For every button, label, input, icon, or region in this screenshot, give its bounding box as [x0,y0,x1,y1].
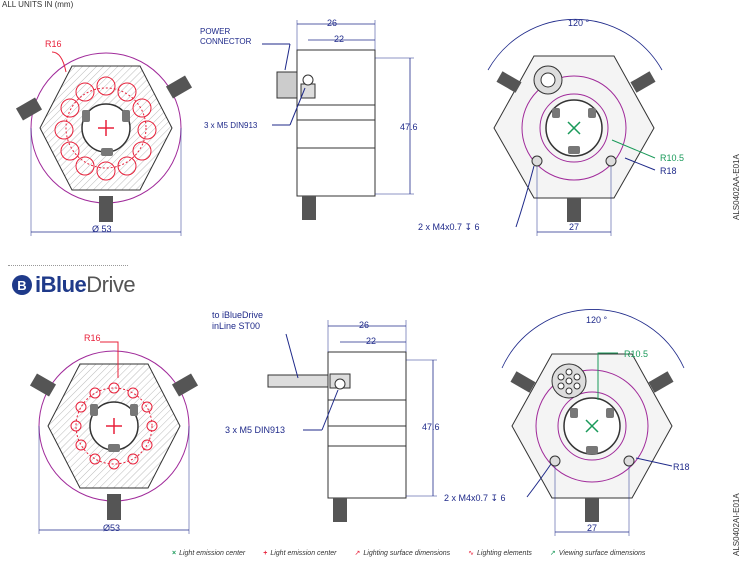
side-body [296,49,376,197]
logo-text-bold: iBlue [35,272,87,297]
section-separator [8,265,128,266]
bottom-side-cable-label-1: to iBlueDrive [212,310,263,320]
top-side-screw-note: 3 x M5 DIN913 [204,121,258,130]
bottom-side-dim-22: 22 [366,336,376,346]
top-front-radius-label: R16 [45,39,62,49]
bottom-front-radius-label: R16 [84,333,101,343]
legend-item: ↗Lighting surface dimensions [354,549,451,558]
logo-badge-icon: B [12,275,32,295]
bottom-back-angle: 120 ° [586,315,608,325]
brand-logo: B iBlueDrive [12,272,136,298]
units-note: ALL UNITS IN (mm) [2,0,74,9]
top-side-dim-26: 26 [327,18,337,28]
top-side-connector-label-2: CONNECTOR [200,37,252,46]
top-back-r18: R18 [660,166,677,176]
power-connector [276,71,298,99]
legend-item: ∿Lighting elements [468,549,532,558]
legend-label: Lighting surface dimensions [363,549,451,557]
legend-label: Light emission center [270,549,337,557]
bottom-back-view [501,309,685,536]
bottom-side-height: 47.6 [422,422,440,432]
bottom-front-diameter-label: Ø53 [103,523,120,533]
top-back-r105: R10.5 [660,153,684,163]
red-plus-icon: + [263,549,268,557]
red-wave-icon: ∿ [468,550,475,557]
logo-text-light: Drive [86,272,136,297]
set-screw [99,196,113,222]
top-back-view [487,18,663,236]
bottom-side-cable-label-2: inLine ST00 [212,321,260,331]
green-arrow-icon: ↗ [549,550,556,557]
legend-item: ×Light emission center [172,549,245,557]
bottom-back-dim-27: 27 [587,523,597,533]
top-back-hole-note: 2 x M4x0.7 ↧ 6 [418,222,480,232]
legend: ×Light emission center +Light emission c… [172,549,646,558]
top-side-height: 47.6 [400,122,418,132]
bottom-back-r18: R18 [673,462,690,472]
top-back-angle: 120 ° [568,18,590,28]
top-front-view [15,51,193,236]
led-ring [65,87,147,169]
bottom-back-hole-note: 2 x M4x0.7 ↧ 6 [444,493,506,503]
bottom-back-r105: R10.5 [624,349,648,359]
top-side-dim-22: 22 [334,34,344,44]
top-back-dim-27: 27 [569,222,579,232]
legend-label: Lighting elements [477,549,532,557]
top-front-diameter-label: Ø 53 [92,224,112,234]
led-elements [54,76,157,181]
set-screw [15,97,43,121]
top-side-connector-label-1: POWER [200,27,230,36]
top-side-view [262,20,414,220]
legend-label: Light emission center [179,549,246,557]
legend-item: ↗Viewing surface dimensions [549,549,646,558]
bottom-side-view [267,320,437,522]
bottom-front-view [29,341,199,534]
set-screw [165,75,193,99]
bottom-side-dim-26: 26 [359,320,369,330]
legend-item: +Light emission center [263,549,336,557]
green-cross-icon: × [172,549,177,557]
legend-label: Viewing surface dimensions [558,549,646,557]
red-arrow-icon: ↗ [354,550,361,557]
bottom-side-screw-note: 3 x M5 DIN913 [225,425,285,435]
